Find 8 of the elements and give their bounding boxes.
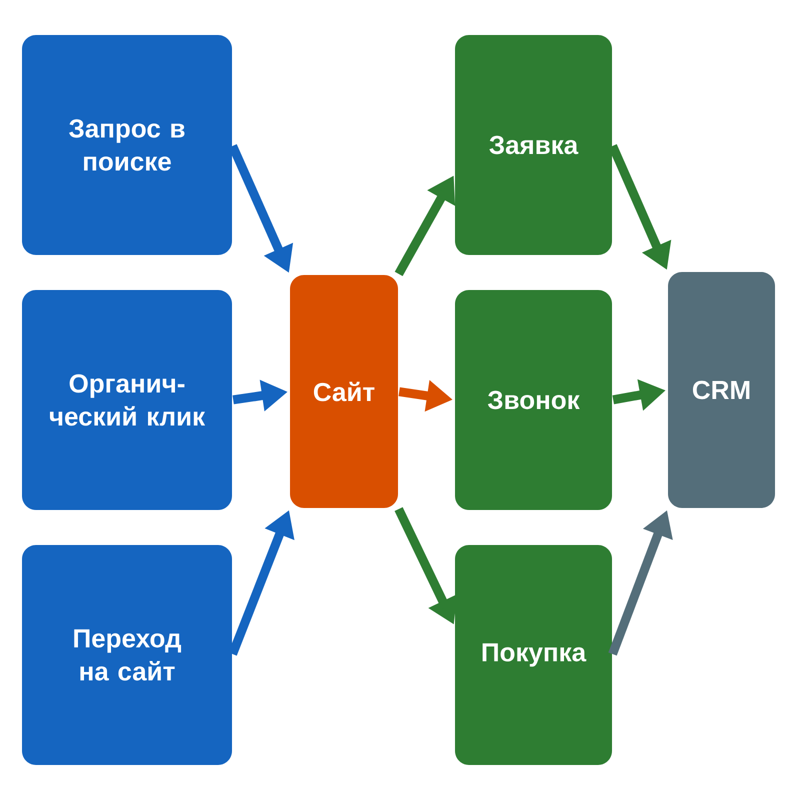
action-box: Покупка bbox=[455, 545, 612, 765]
source-box: Запрос в поиске bbox=[22, 35, 232, 255]
source-box: Органич- ческий клик bbox=[22, 290, 232, 510]
source-box: Переход на сайт bbox=[22, 545, 232, 765]
action-box: Заявка bbox=[455, 35, 612, 255]
site-box: Сайт bbox=[290, 275, 398, 508]
crm-box: CRM bbox=[668, 272, 775, 508]
action-box: Звонок bbox=[455, 290, 612, 510]
